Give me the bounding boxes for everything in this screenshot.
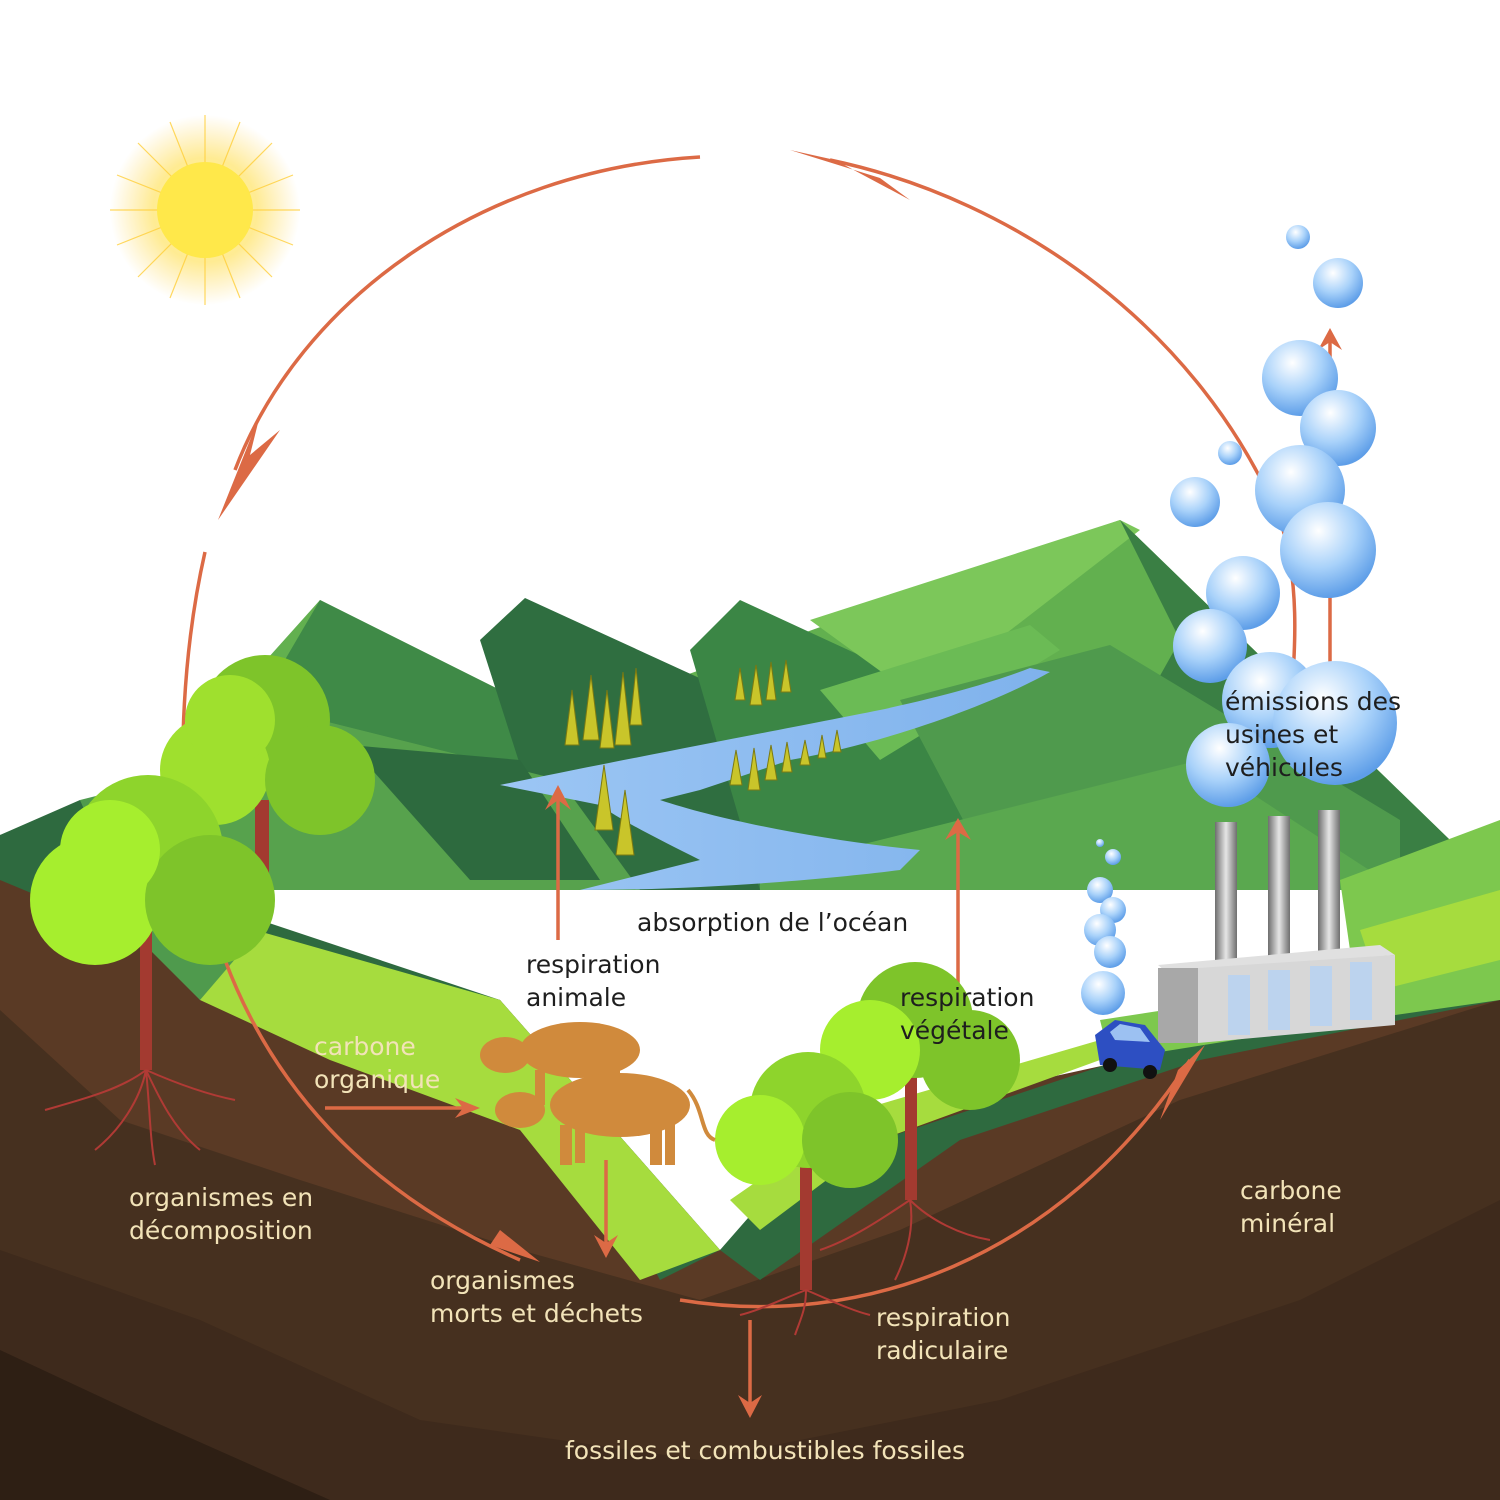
label-fossils: fossiles et combustibles fossiles: [565, 1436, 966, 1465]
label-animal-respiration: respiration animale: [526, 950, 661, 1012]
tree-icon: [30, 655, 375, 1166]
arrow-heads: [218, 150, 1342, 1418]
label-decomposition: organismes en décomposition: [129, 1183, 314, 1245]
pine-trees: [564, 659, 842, 856]
label-plant-respiration: respiration végétale: [900, 983, 1035, 1045]
label-mineral-carbon: carbone minéral: [1240, 1176, 1342, 1238]
label-emissions: émissions des usines et véhicules: [1225, 687, 1402, 782]
river: [500, 668, 1050, 890]
cow-icon: [480, 1022, 716, 1165]
factory-icon: [1158, 810, 1395, 1043]
car-icon: [1095, 1020, 1165, 1079]
label-root-respiration: respiration radiculaire: [876, 1303, 1011, 1365]
tree-icon: [715, 962, 1020, 1336]
bubble-icon: [1081, 225, 1397, 1015]
label-dead-organisms: organismes morts et déchets: [430, 1266, 643, 1328]
sun-icon: [110, 115, 300, 305]
label-organic-carbon: carbone organique: [314, 1032, 441, 1094]
label-ocean-absorption: absorption de l’océan: [637, 908, 909, 937]
